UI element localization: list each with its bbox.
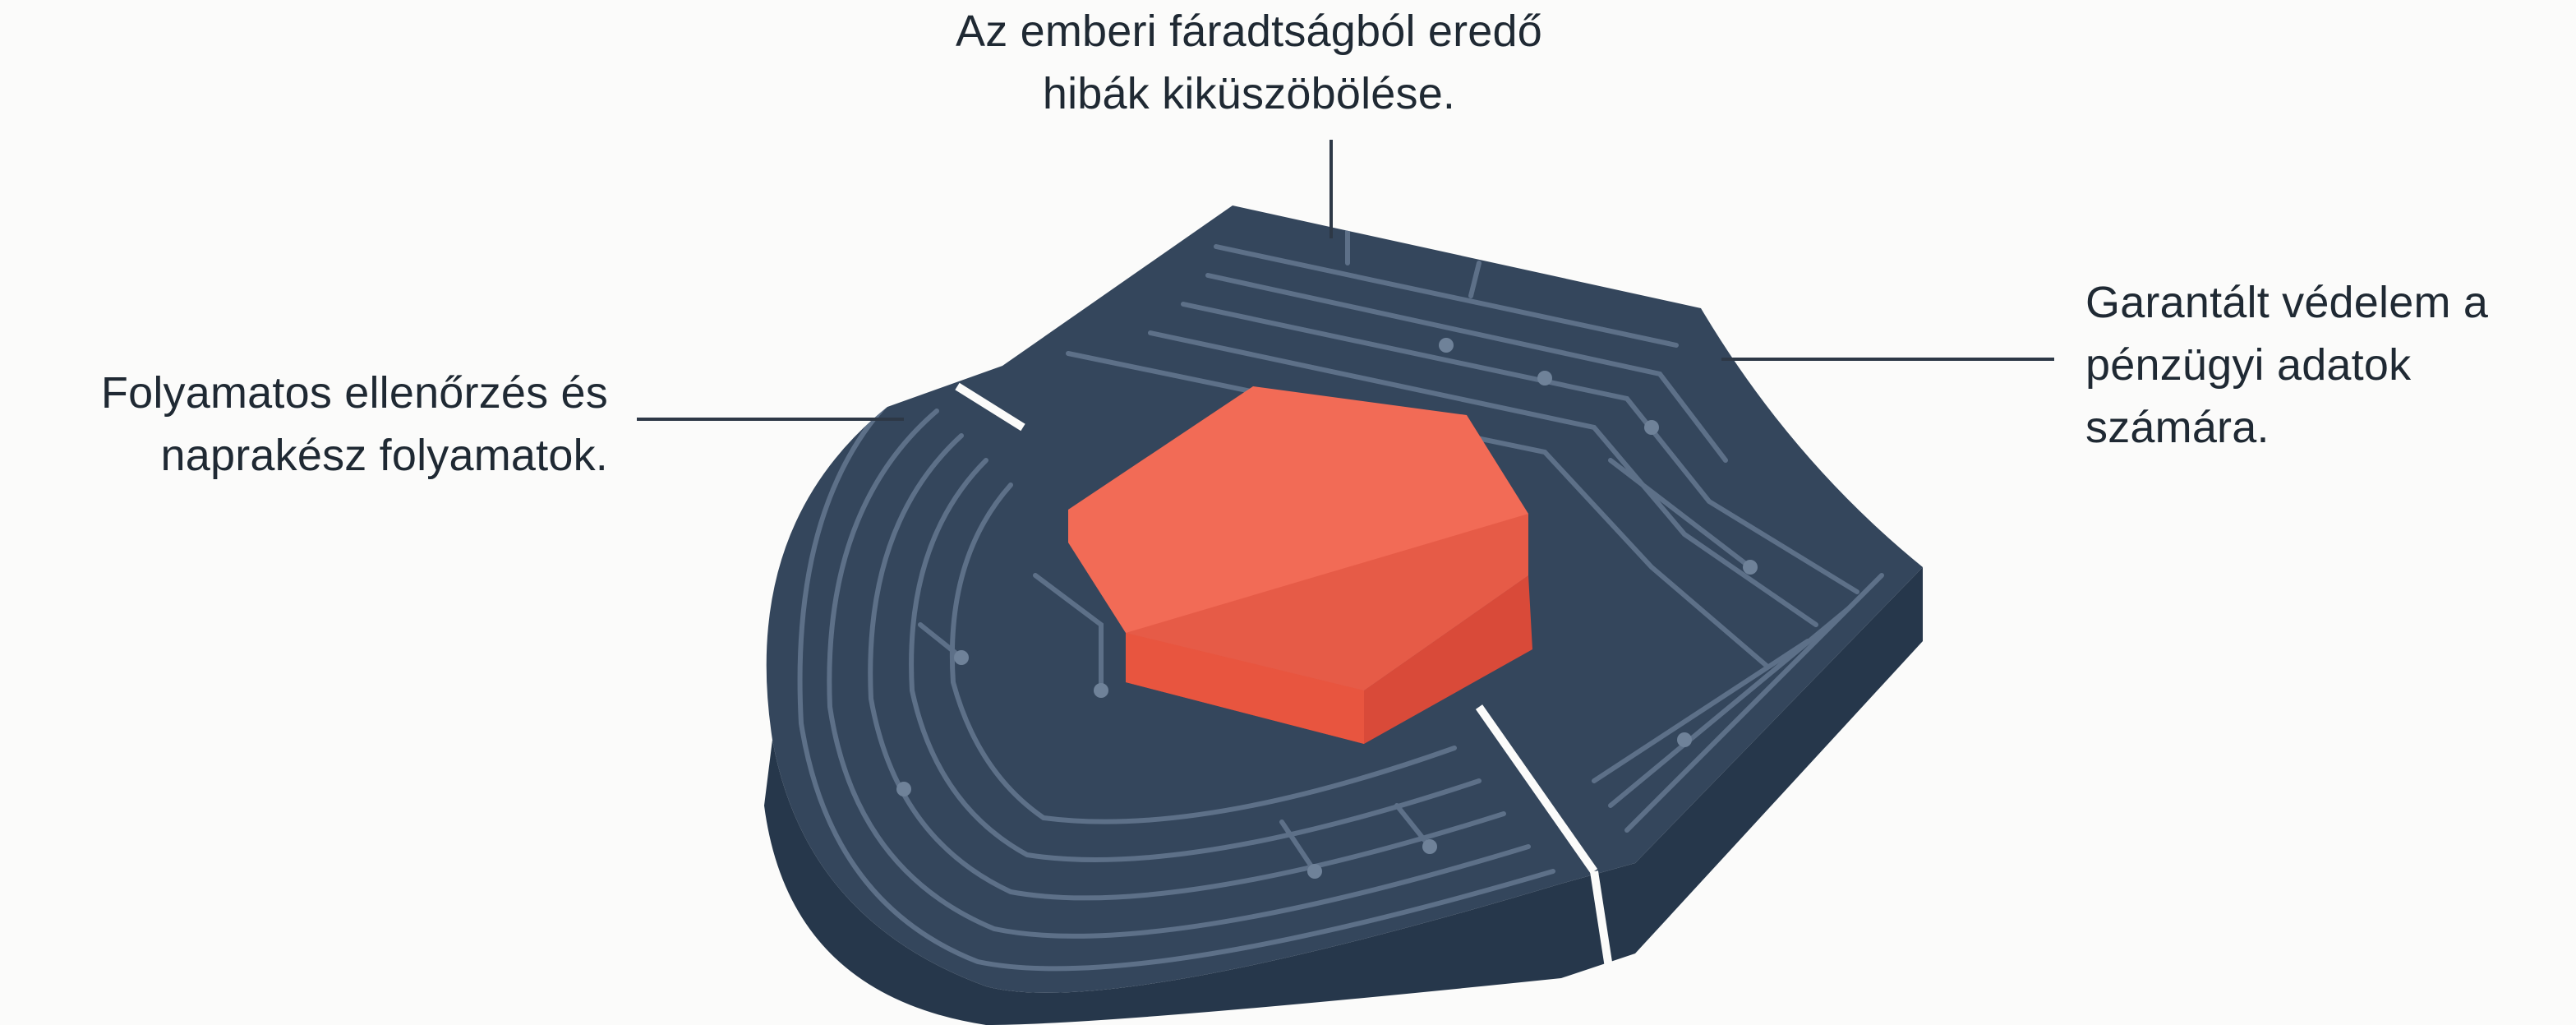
circuit-nodes <box>896 338 1758 879</box>
callout-top-line-1: Az emberi fáradtságból eredő <box>955 7 1542 56</box>
callout-right-line-2: pénzügyi adatok <box>2085 340 2412 390</box>
callout-right-line-3: számára. <box>2085 403 2270 452</box>
core-front-face <box>1126 633 1364 744</box>
leader-lines <box>637 140 2054 421</box>
shield-side-wall <box>764 567 1923 1025</box>
circuit-pattern <box>797 228 1884 972</box>
callout-top-line-2: hibák kiküszöbölése. <box>1042 69 1456 118</box>
callout-left-line-2: naprakész folyamatok. <box>160 431 608 480</box>
core-top-shade <box>1126 514 1528 690</box>
shield-segment-gaps <box>955 382 1615 979</box>
callout-left: Folyamatos ellenőrzés és naprakész folya… <box>8 362 608 487</box>
callout-left-line-1: Folyamatos ellenőrzés és <box>100 368 608 418</box>
callout-top: Az emberi fáradtságból eredő hibák kiküs… <box>904 0 1594 125</box>
core-block <box>1068 386 1532 744</box>
callout-right-line-1: Garantált védelem a <box>2085 278 2489 327</box>
callout-right: Garantált védelem a pénzügyi adatok szám… <box>2085 271 2562 459</box>
